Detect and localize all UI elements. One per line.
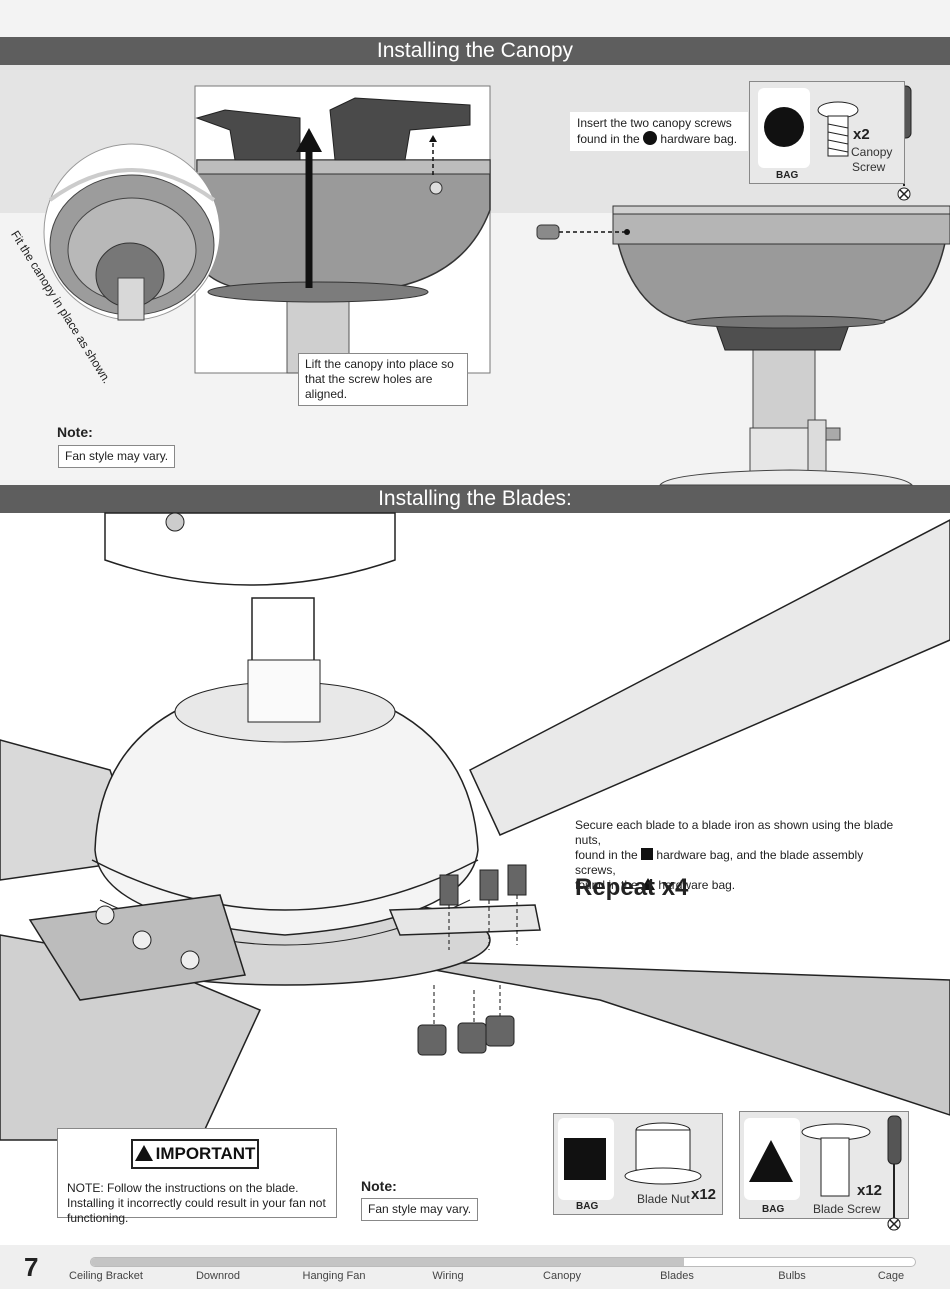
lift-canopy-caption: Lift the canopy into place so that the s… xyxy=(298,353,468,406)
important-badge: IMPORTANT xyxy=(131,1139,259,1169)
canopy-note-title: Note: xyxy=(57,424,93,440)
progress-bar xyxy=(90,1257,916,1267)
canopy-screw-quantity: x2 xyxy=(853,126,870,143)
canopy-screw-illustration xyxy=(536,205,950,486)
secure-line1: Secure each blade to a blade iron as sho… xyxy=(575,818,894,847)
page-number: 7 xyxy=(24,1252,39,1282)
progress-step-downrod: Downrod xyxy=(195,1270,241,1282)
black-triangle-icon xyxy=(641,878,656,890)
important-text: NOTE: Follow the instructions on the bla… xyxy=(67,1181,326,1225)
insert-screws-line2-after: hardware bag. xyxy=(660,132,738,146)
black-square-icon xyxy=(641,848,654,860)
blade-screw-bag xyxy=(744,1118,800,1200)
blade-nut-name: Blade Nut xyxy=(637,1192,690,1206)
progress-step-cage: Cage xyxy=(877,1270,905,1282)
insert-screws-line1: Insert the two canopy screws xyxy=(577,116,732,130)
canopy-fit-magnifier xyxy=(43,143,221,321)
canopy-hardware-bag xyxy=(758,88,810,168)
important-notice: IMPORTANT NOTE: Follow the instructions … xyxy=(57,1128,337,1225)
blade-screw-quantity: x12 xyxy=(857,1182,883,1199)
blade-nut-quantity: x12 xyxy=(691,1186,717,1203)
canopy-screw-name-line2: Screw xyxy=(852,160,886,174)
secure-line3-before: found in the xyxy=(575,878,638,892)
fan-blade-assembly-illustration xyxy=(0,512,950,1141)
footer xyxy=(0,1245,950,1289)
canopy-bag-label: BAG xyxy=(776,170,799,181)
top-margin xyxy=(0,0,950,37)
progress-step-wiring: Wiring xyxy=(432,1270,464,1282)
insert-screws-line2-before: found in the xyxy=(577,132,640,146)
canopy-screw-name-line1: Canopy xyxy=(851,145,893,159)
progress-step-bulbs: Bulbs xyxy=(778,1270,806,1282)
blade-nut-bag-label: BAG xyxy=(576,1201,599,1212)
blades-note-title: Note: xyxy=(361,1178,397,1194)
warning-icon xyxy=(134,1145,153,1161)
secure-line2-after: hardware bag, and the blade assembly scr… xyxy=(575,848,864,877)
canopy-section-title: Installing the Canopy xyxy=(0,37,950,65)
important-label: IMPORTANT xyxy=(155,1144,256,1163)
progress-step-ceiling-bracket: Ceiling Bracket xyxy=(69,1270,143,1282)
insert-screws-caption: Insert the two canopy screws found in th… xyxy=(570,112,748,151)
progress-step-hanging-fan: Hanging Fan xyxy=(302,1270,366,1282)
black-circle-icon xyxy=(643,131,658,145)
repeat-instruction: Repeat x4 xyxy=(575,874,689,901)
secure-blades-instructions: Secure each blade to a blade iron as sho… xyxy=(575,818,905,893)
blade-screw-name: Blade Screw xyxy=(813,1202,881,1216)
progress-step-canopy: Canopy xyxy=(543,1270,581,1282)
blades-section-title: Installing the Blades: xyxy=(0,485,950,513)
secure-line2-before: found in the xyxy=(575,848,638,862)
progress-bar-fill xyxy=(91,1258,685,1266)
canopy-note-text: Fan style may vary. xyxy=(58,445,176,468)
blade-screw-bag-label: BAG xyxy=(762,1204,785,1215)
progress-step-blades: Blades xyxy=(660,1270,694,1282)
secure-line3-after: hardware bag. xyxy=(658,878,736,892)
blades-note-text: Fan style may vary. xyxy=(361,1198,479,1221)
blade-nut-bag xyxy=(558,1118,614,1200)
